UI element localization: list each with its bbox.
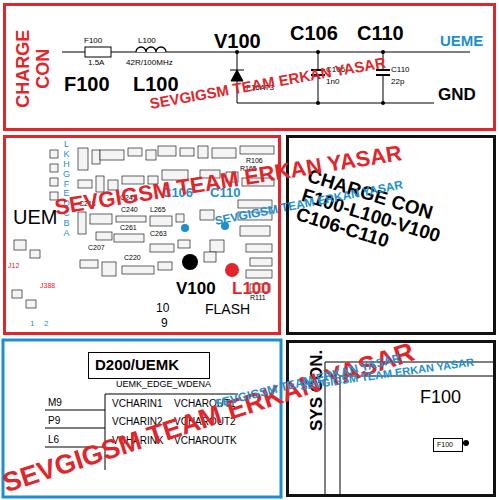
part-label: F100 bbox=[64, 73, 110, 95]
part-label: R111 bbox=[250, 294, 266, 302]
pcb-pad bbox=[30, 250, 40, 258]
part-label: L265 bbox=[150, 206, 166, 214]
part-label: V100 bbox=[176, 280, 216, 299]
pcb-pad bbox=[212, 148, 236, 158]
node-text: F100 bbox=[437, 441, 453, 449]
part-label: 1 bbox=[30, 320, 34, 329]
part-label: L6 bbox=[48, 434, 59, 445]
watermark: SEVGIGSM TEAM ERKAN YASAR bbox=[149, 55, 387, 113]
pcb-pad bbox=[78, 148, 88, 170]
pcb-pad bbox=[50, 150, 58, 158]
pcb-pad bbox=[158, 146, 176, 156]
part-label: F100 bbox=[420, 388, 461, 408]
pcb-pad bbox=[26, 300, 36, 308]
pcb-pad bbox=[150, 216, 172, 226]
pcb-pad bbox=[198, 146, 208, 158]
part-label: 22p bbox=[391, 78, 404, 87]
node-text: D200/UEMK bbox=[95, 357, 179, 374]
pcb-pad bbox=[80, 260, 98, 268]
pcb-pad bbox=[246, 270, 272, 278]
pcb-pad bbox=[210, 240, 224, 252]
c106-marker bbox=[181, 224, 189, 232]
pcb-pad bbox=[204, 252, 216, 262]
chip-box: D200/UEMK bbox=[88, 352, 210, 379]
pcb-pad bbox=[78, 180, 92, 188]
fuse-symbol bbox=[85, 47, 111, 57]
part-label: C110 bbox=[391, 66, 410, 75]
part-box: F100 bbox=[433, 438, 463, 452]
coil-symbol bbox=[136, 47, 166, 52]
part-label: C263 bbox=[150, 230, 167, 238]
pcb-pad bbox=[178, 240, 190, 248]
part-label: 9 bbox=[161, 317, 168, 330]
node-text: CHARGE CON bbox=[14, 19, 54, 119]
pcb-pad bbox=[122, 266, 154, 274]
pcb-pad bbox=[12, 290, 22, 298]
part-label: VCHARIN1 bbox=[112, 398, 163, 409]
pcb-pad bbox=[200, 210, 214, 220]
pcb-pad bbox=[128, 148, 142, 156]
part-label: C261 bbox=[120, 224, 137, 232]
part-label: V100 bbox=[214, 30, 261, 52]
node-text: UEM bbox=[13, 206, 57, 228]
pcb-pad bbox=[50, 164, 58, 172]
l100-marker bbox=[225, 263, 239, 277]
panel: CHARGE CON bbox=[3, 3, 496, 131]
pcb-pad bbox=[102, 262, 116, 276]
pcb-pad bbox=[158, 262, 172, 270]
pcb-pad bbox=[96, 232, 112, 240]
part-label: FLASH bbox=[205, 302, 250, 317]
pcb-pad bbox=[92, 150, 100, 164]
pcb-pad bbox=[100, 150, 124, 160]
pcb-pad bbox=[14, 240, 26, 250]
part-label: J388 bbox=[40, 282, 55, 290]
pcb-pad bbox=[114, 234, 144, 242]
v100-marker bbox=[182, 254, 198, 270]
part-label: C110 bbox=[357, 22, 404, 44]
pcb-pad bbox=[240, 226, 270, 236]
pcb-pad bbox=[90, 214, 112, 224]
part-label: P9 bbox=[48, 415, 60, 426]
pcb-pad bbox=[250, 258, 272, 266]
part-label: LKHGFEDCBA bbox=[62, 140, 71, 239]
part-label: 1.5A bbox=[88, 59, 104, 68]
part-label: 42R/100MHz bbox=[126, 59, 173, 68]
part-label: GND bbox=[438, 86, 476, 105]
pcb-pad bbox=[150, 244, 174, 252]
pcb-pad bbox=[176, 214, 184, 222]
part-label: C106 bbox=[290, 22, 338, 44]
part-label: 2 bbox=[44, 320, 48, 329]
pcb-pad bbox=[146, 150, 156, 160]
pcb-pad bbox=[50, 178, 58, 186]
pcb-pad bbox=[246, 244, 272, 252]
pcb-pad bbox=[180, 148, 194, 156]
part-label: L100 bbox=[138, 37, 156, 46]
pcb-pad bbox=[116, 216, 146, 222]
part-label: J12 bbox=[8, 262, 19, 270]
part-label: M9 bbox=[48, 397, 62, 408]
part-label: UEME bbox=[440, 33, 483, 50]
part-label: F100 bbox=[84, 37, 102, 46]
part-label: C220 bbox=[124, 254, 141, 262]
part-label: UEMK_EDGE_WDENA bbox=[116, 380, 211, 390]
part-label: 10 bbox=[156, 302, 169, 315]
part-label: C207 bbox=[88, 244, 105, 252]
pcb-pad bbox=[240, 146, 274, 154]
